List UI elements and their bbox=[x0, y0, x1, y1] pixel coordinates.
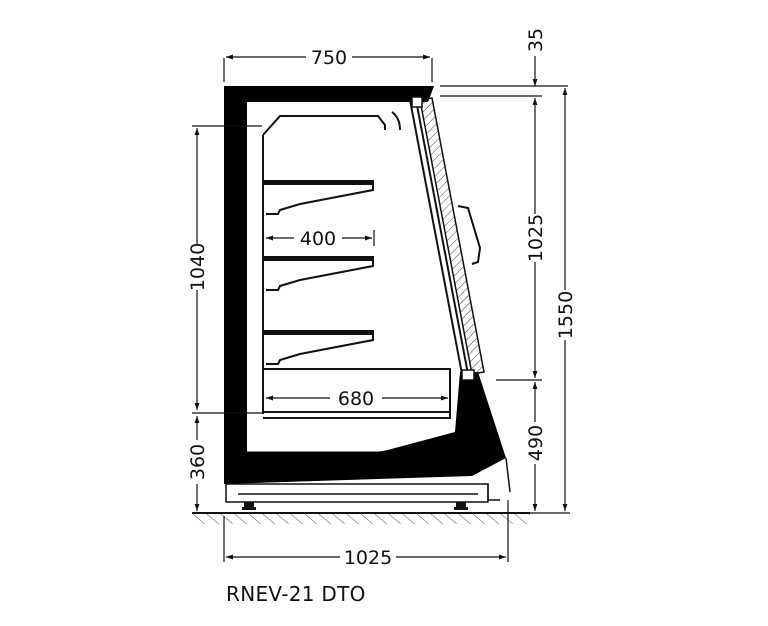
dim-top-width: 750 bbox=[311, 47, 347, 69]
dim-shelf-depth: 400 bbox=[300, 228, 336, 250]
dim-total-height: 1550 bbox=[555, 291, 577, 339]
dim-total-depth: 1025 bbox=[344, 547, 392, 569]
shelf-3 bbox=[263, 330, 374, 365]
dim-top-offset: 35 bbox=[525, 28, 547, 52]
dim-front-lower-height: 490 bbox=[525, 425, 547, 461]
shelf-1 bbox=[263, 180, 374, 215]
floor bbox=[192, 512, 530, 524]
base-frame bbox=[225, 457, 511, 503]
dim-base-height: 360 bbox=[187, 444, 209, 480]
cabinet-body bbox=[224, 86, 506, 484]
dim-display-height: 1040 bbox=[187, 243, 209, 291]
dim-glass-height: 1025 bbox=[525, 214, 547, 262]
glass-door bbox=[409, 96, 485, 381]
shelf-2 bbox=[263, 256, 374, 291]
adjustable-feet bbox=[242, 502, 468, 510]
base-deck bbox=[263, 368, 451, 419]
dim-base-depth: 680 bbox=[338, 388, 374, 410]
model-name: RNEV-21 DTO bbox=[226, 582, 366, 606]
